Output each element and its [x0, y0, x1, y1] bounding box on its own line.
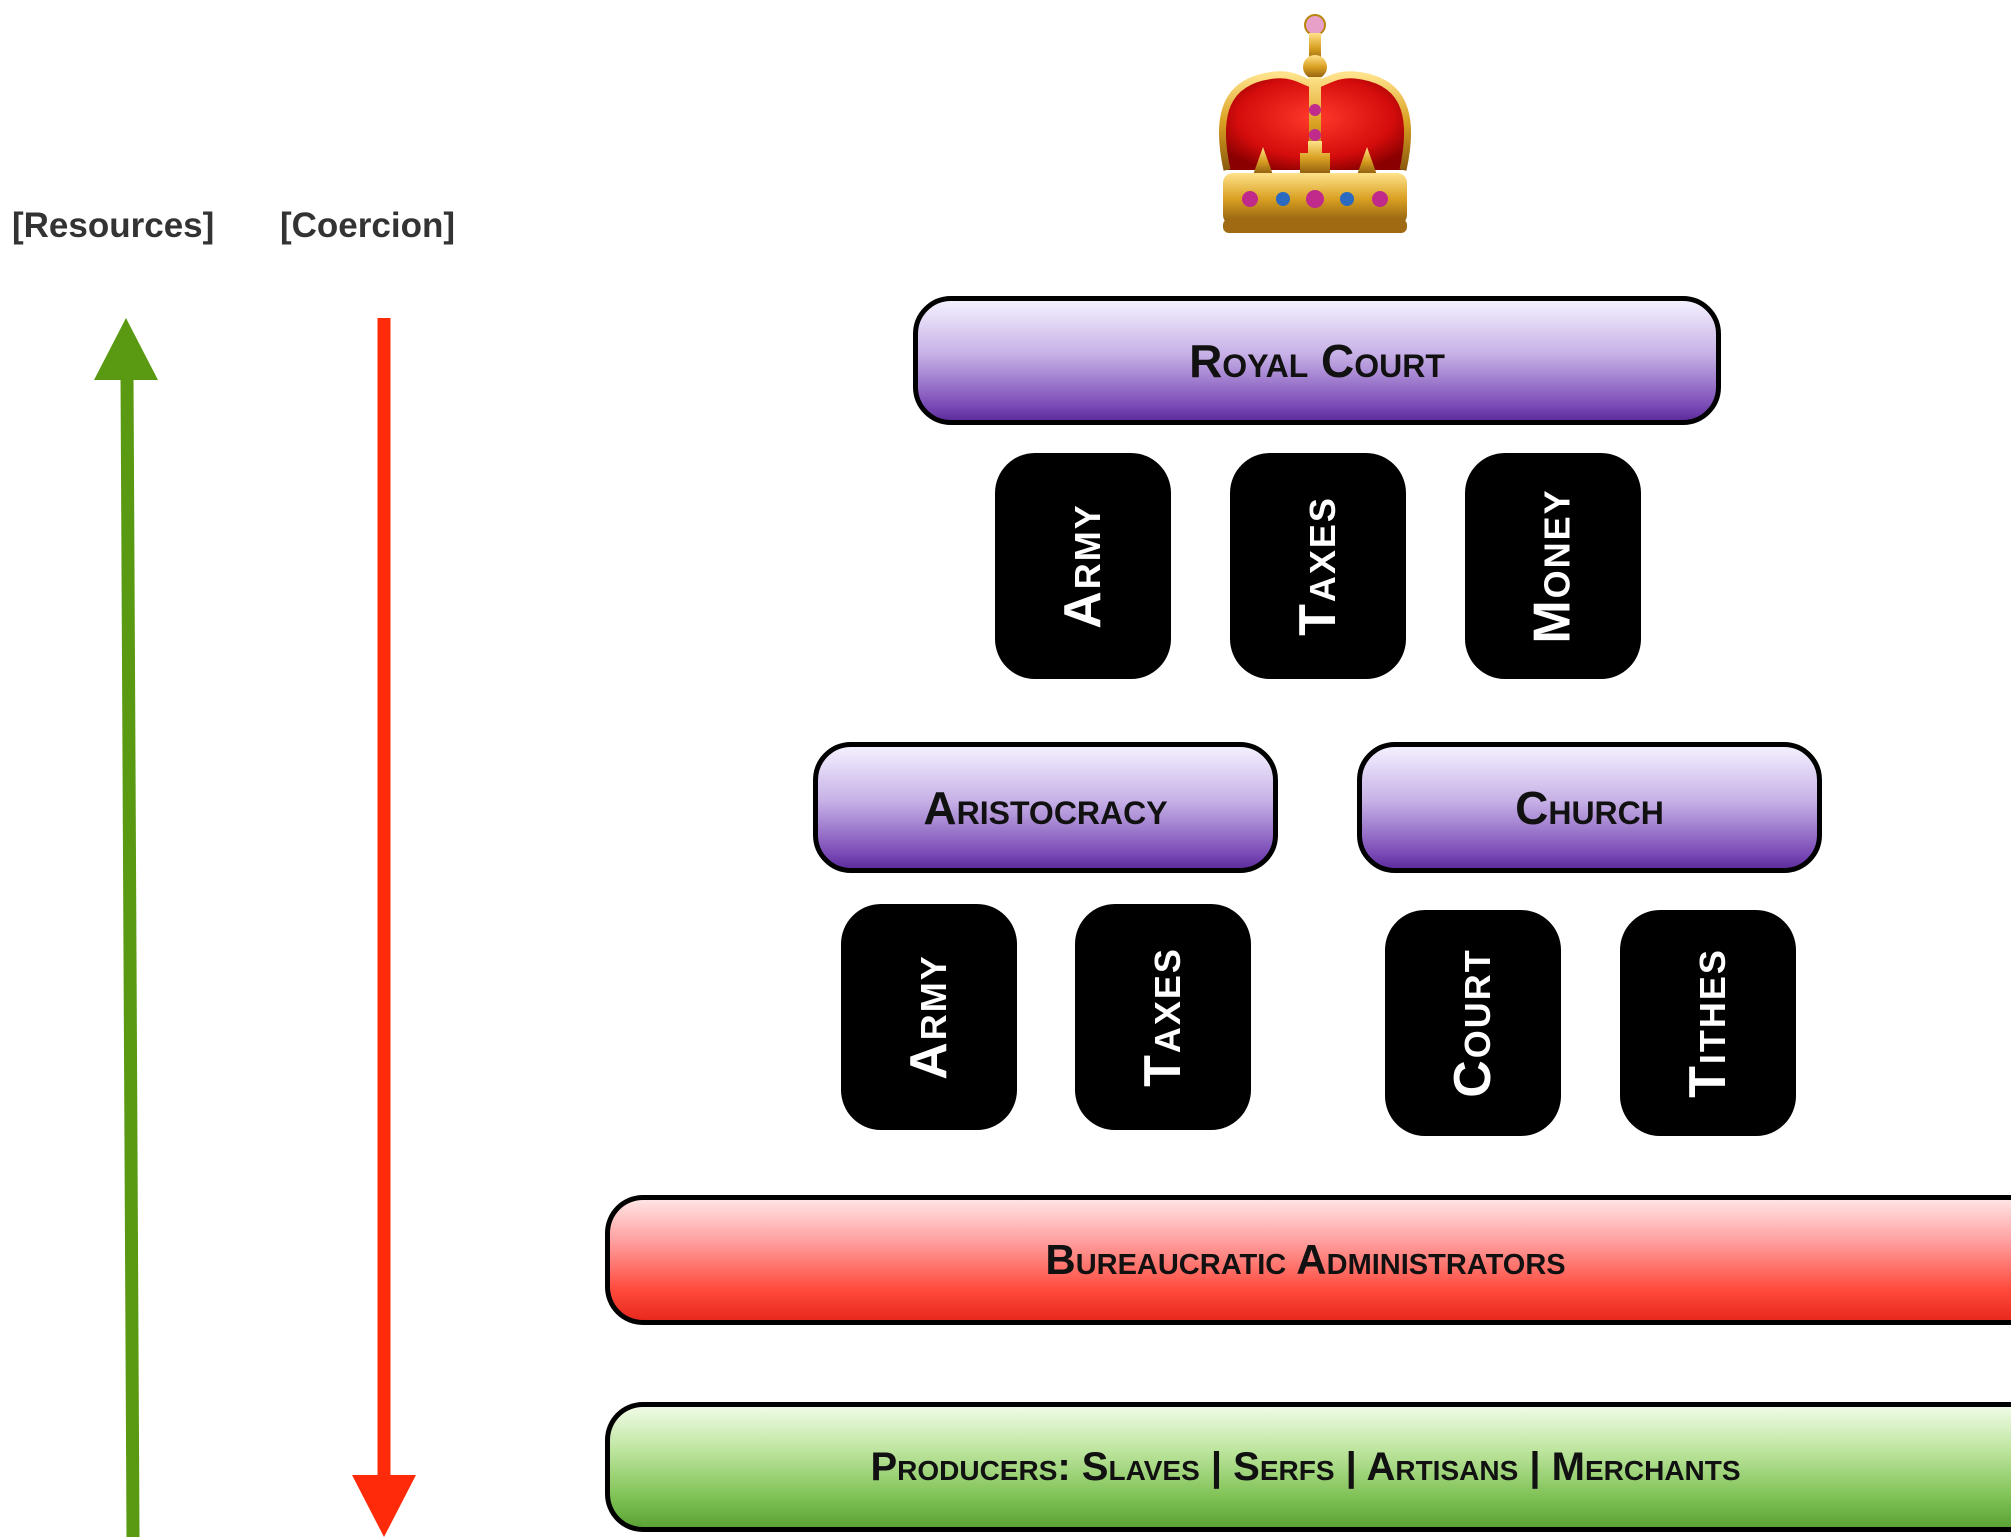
royal-court-pillar-taxes: Taxes	[1230, 453, 1406, 679]
pillar-label: Army	[900, 954, 958, 1080]
pillar-label: Army	[1054, 503, 1112, 629]
pillar-label: Money	[1524, 488, 1582, 644]
royal-court-pillar-army: Army	[995, 453, 1171, 679]
church-box: Church	[1357, 742, 1822, 873]
aristocracy-box: Aristocracy	[813, 742, 1278, 873]
resources-arrow	[94, 318, 158, 1537]
pillar-label: Taxes	[1288, 496, 1347, 636]
royal-court-box: Royal Court	[913, 296, 1721, 425]
coercion-arrow	[352, 318, 416, 1537]
bureaucracy-box: Bureaucratic Administrators	[605, 1195, 2011, 1325]
pillar-label: Tithes	[1679, 948, 1737, 1098]
church-pillar-tithes: Tithes	[1620, 910, 1796, 1136]
producers-box: Producers: Slaves | Serfs | Artisans | M…	[605, 1402, 2011, 1532]
aristocracy-pillar-taxes: Taxes	[1075, 904, 1251, 1130]
pillar-label: Court	[1443, 948, 1502, 1098]
producers-label: Producers: Slaves | Serfs | Artisans | M…	[870, 1444, 1741, 1489]
aristocracy-pillar-army: Army	[841, 904, 1017, 1130]
aristocracy-label: Aristocracy	[923, 781, 1168, 834]
crown-icon	[1218, 14, 1412, 233]
coercion-label: [Coercion]	[280, 206, 455, 245]
bureaucracy-label: Bureaucratic Administrators	[1045, 1236, 1566, 1283]
church-label: Church	[1515, 781, 1664, 834]
axis-arrows	[94, 318, 416, 1537]
pillar-label: Taxes	[1133, 947, 1192, 1087]
church-pillar-court: Court	[1385, 910, 1561, 1136]
royal-court-pillar-money: Money	[1465, 453, 1641, 679]
resources-label: [Resources]	[12, 206, 215, 245]
royal-court-label: Royal Court	[1189, 334, 1445, 387]
